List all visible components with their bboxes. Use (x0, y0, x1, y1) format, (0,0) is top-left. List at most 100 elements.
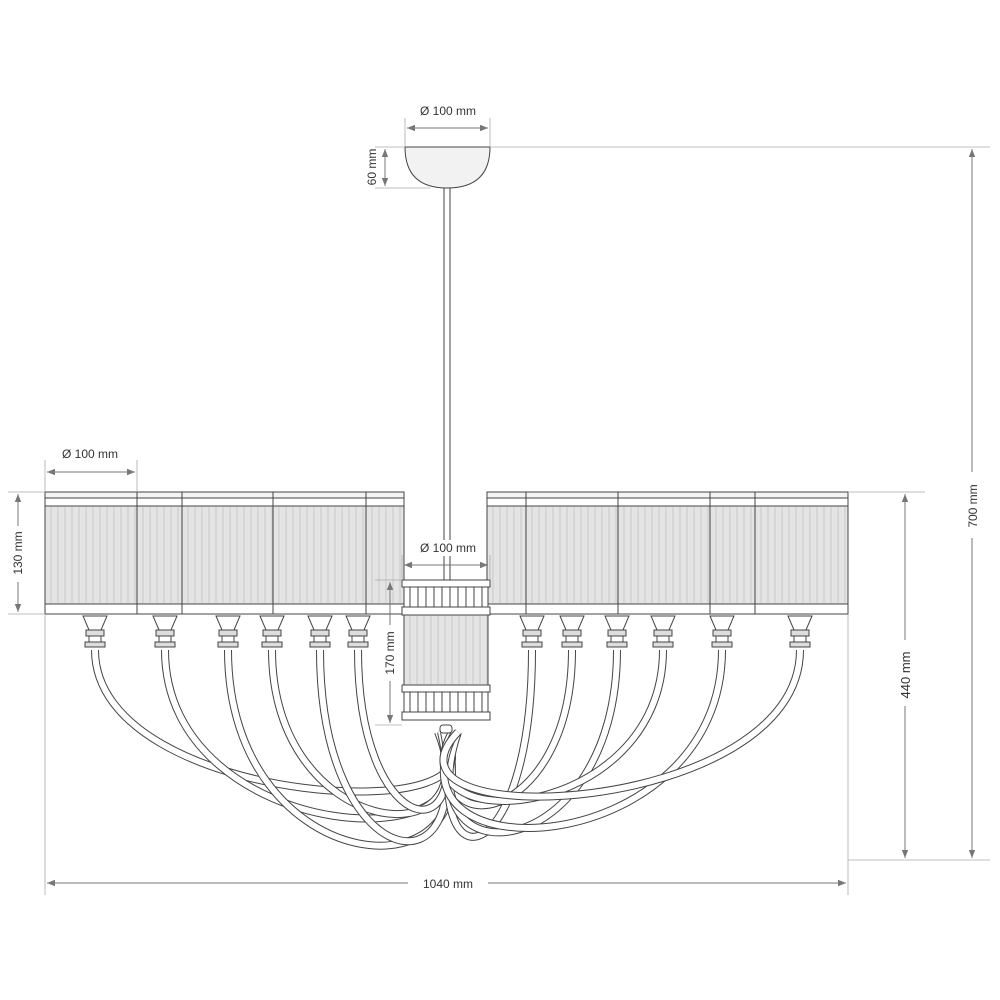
shade-bottom-rim (617, 603, 711, 615)
cup-neck (265, 635, 279, 643)
shade-top-band (754, 497, 849, 507)
column-finial (439, 724, 453, 734)
column-ring (401, 711, 491, 721)
candle-cup (82, 615, 108, 648)
column-ring (401, 579, 491, 588)
shade-top-rim (181, 491, 274, 499)
shade-body (136, 505, 183, 605)
cup-base (347, 641, 369, 648)
center-column (401, 579, 491, 734)
candle-cup (787, 615, 813, 648)
column-ring (401, 684, 491, 693)
cup-top (307, 615, 333, 631)
cup-base (652, 641, 674, 648)
column-diameter-label: Ø 100 mm (420, 541, 476, 555)
cup-ring (310, 629, 330, 637)
lamp-shade (754, 491, 849, 615)
cup-base (84, 641, 106, 648)
lamp-shade (136, 491, 183, 615)
cup-top (215, 615, 241, 631)
canopy-height-label: 60 mm (365, 149, 379, 186)
column-gallery (403, 691, 489, 713)
lamp-shade (365, 491, 405, 615)
column-gallery (403, 586, 489, 608)
column-height-label: 170 mm (383, 631, 397, 674)
shade-bottom-rim (709, 603, 756, 615)
candle-cup (604, 615, 630, 648)
shade-body (272, 505, 367, 605)
cup-top (82, 615, 108, 631)
shade-bottom-rim (181, 603, 274, 615)
shade-top-rim (136, 491, 183, 499)
shade-body (754, 505, 849, 605)
cup-top (519, 615, 545, 631)
shade-top-rim (525, 491, 619, 499)
shade-top-rim (617, 491, 711, 499)
arm-outline (439, 649, 804, 801)
cup-neck (351, 635, 365, 643)
total-height-label: 700 mm (966, 484, 980, 527)
cup-ring (262, 629, 282, 637)
lamp-shade (44, 491, 138, 615)
cup-neck (565, 635, 579, 643)
shade-top-rim (486, 491, 527, 499)
shade-bottom-rim (525, 603, 619, 615)
shade-bottom-rim (365, 603, 405, 615)
cup-base (154, 641, 176, 648)
cup-top (259, 615, 285, 631)
shade-top-rim (272, 491, 367, 499)
candle-cups (82, 615, 813, 648)
arm-fill (440, 649, 803, 800)
cup-top (559, 615, 585, 631)
cup-ring (712, 629, 732, 637)
cup-base (711, 641, 733, 648)
candle-cup (307, 615, 333, 648)
cup-top (709, 615, 735, 631)
candle-cup (519, 615, 545, 648)
lamp-shade (525, 491, 619, 615)
lamp-shade (181, 491, 274, 615)
cup-top (152, 615, 178, 631)
cup-neck (88, 635, 102, 643)
candle-cup (152, 615, 178, 648)
shade-body (617, 505, 711, 605)
cup-ring (562, 629, 582, 637)
shade-top-band (617, 497, 711, 507)
cup-base (789, 641, 811, 648)
shade-top-band (136, 497, 183, 507)
shade-top-rim (365, 491, 405, 499)
shade-top-rim (709, 491, 756, 499)
cup-top (345, 615, 371, 631)
shade-top-band (181, 497, 274, 507)
cup-neck (793, 635, 807, 643)
total-width-label: 1040 mm (423, 877, 473, 891)
cup-base (309, 641, 331, 648)
shade-top-band (486, 497, 527, 507)
shade-top-band (365, 497, 405, 507)
shade-top-band (272, 497, 367, 507)
shade-height-label: 130 mm (11, 531, 25, 574)
ceiling-canopy (404, 146, 491, 189)
cup-ring (522, 629, 542, 637)
cup-ring (653, 629, 673, 637)
shade-bottom-rim (44, 603, 138, 615)
shade-body (525, 505, 619, 605)
shade-body (709, 505, 756, 605)
candle-cup (559, 615, 585, 648)
candle-cup (345, 615, 371, 648)
cup-neck (313, 635, 327, 643)
column-ring (401, 606, 491, 616)
suspension-rod (443, 187, 451, 581)
lamp-shade (709, 491, 756, 615)
cup-top (787, 615, 813, 631)
candle-cup (709, 615, 735, 648)
lamp-shade (272, 491, 367, 615)
shade-body (44, 505, 138, 605)
cup-base (261, 641, 283, 648)
chandelier-arms (91, 649, 804, 850)
body-height-label: 440 mm (898, 652, 913, 699)
cup-base (561, 641, 583, 648)
candle-cup (215, 615, 241, 648)
lamp-shades (44, 491, 849, 615)
